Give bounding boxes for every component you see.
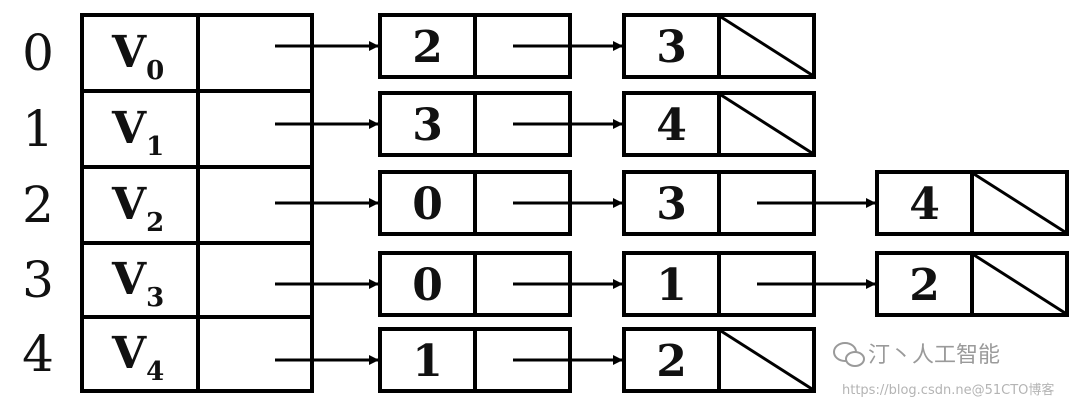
- edge-node: 2: [875, 251, 1069, 317]
- watermark: 汀丶人工智能 https://blog.csdn.ne@51CTO博客: [833, 342, 1054, 398]
- vertex-row: 0 V0 2 3: [22, 13, 816, 93]
- node-value: 1: [412, 336, 443, 387]
- row-index: 3: [22, 251, 54, 309]
- null-pointer-slash: [720, 329, 813, 391]
- first-edge-cell: [196, 89, 314, 169]
- watermark-url: https://blog.csdn.ne@51CTO博客: [842, 382, 1054, 398]
- node-next-cell: [717, 91, 816, 157]
- null-pointer-slash: [720, 93, 813, 155]
- vertex-name: V3: [111, 254, 164, 313]
- node-value: 2: [656, 336, 687, 387]
- edge-node: 2: [622, 327, 816, 393]
- vertex-name: V4: [111, 328, 164, 387]
- edge-node: 0: [378, 170, 623, 236]
- node-next-cell: [717, 13, 816, 79]
- edge-node: 3: [622, 170, 876, 236]
- first-edge-cell: [196, 315, 314, 393]
- first-edge-cell: [196, 241, 314, 319]
- wechat-icon: [833, 342, 865, 367]
- node-value: 2: [909, 260, 940, 311]
- edge-node: 1: [622, 251, 876, 317]
- edge-node: 2: [378, 13, 623, 79]
- node-value: 4: [909, 179, 940, 230]
- edge-node: 4: [622, 91, 816, 157]
- first-edge-cell: [196, 165, 314, 245]
- vertex-row: 2 V2 0 3 4: [22, 165, 1069, 245]
- node-value: 3: [412, 100, 443, 151]
- row-index: 0: [22, 24, 54, 82]
- row-index: 1: [22, 100, 54, 158]
- node-next-cell: [970, 170, 1069, 236]
- vertex-name: V2: [111, 179, 164, 238]
- node-value: 1: [656, 260, 687, 311]
- first-edge-cell: [196, 13, 314, 93]
- node-value: 4: [656, 100, 687, 151]
- vertex-row: 1 V1 3 4: [22, 89, 816, 169]
- vertex-row: 4 V4 1 2: [22, 315, 816, 393]
- edge-node: 3: [378, 91, 623, 157]
- null-pointer-slash: [973, 253, 1066, 315]
- node-value: 3: [656, 22, 687, 73]
- edge-node: 0: [378, 251, 623, 317]
- null-pointer-slash: [720, 15, 813, 77]
- node-next-cell: [717, 327, 816, 393]
- node-value: 2: [412, 22, 443, 73]
- watermark-text: 汀丶人工智能: [868, 343, 1000, 368]
- node-value: 3: [656, 179, 687, 230]
- null-pointer-slash: [973, 172, 1066, 234]
- node-value: 0: [412, 179, 443, 230]
- node-value: 0: [412, 260, 443, 311]
- edge-node: 1: [378, 327, 623, 393]
- edge-node: 4: [875, 170, 1069, 236]
- row-index: 4: [22, 325, 54, 383]
- vertex-name: V1: [111, 103, 164, 162]
- node-next-cell: [970, 251, 1069, 317]
- row-index: 2: [22, 176, 54, 234]
- vertex-name: V0: [111, 27, 164, 86]
- vertex-row: 3 V3 0 1 2: [22, 241, 1069, 319]
- edge-node: 3: [622, 13, 816, 79]
